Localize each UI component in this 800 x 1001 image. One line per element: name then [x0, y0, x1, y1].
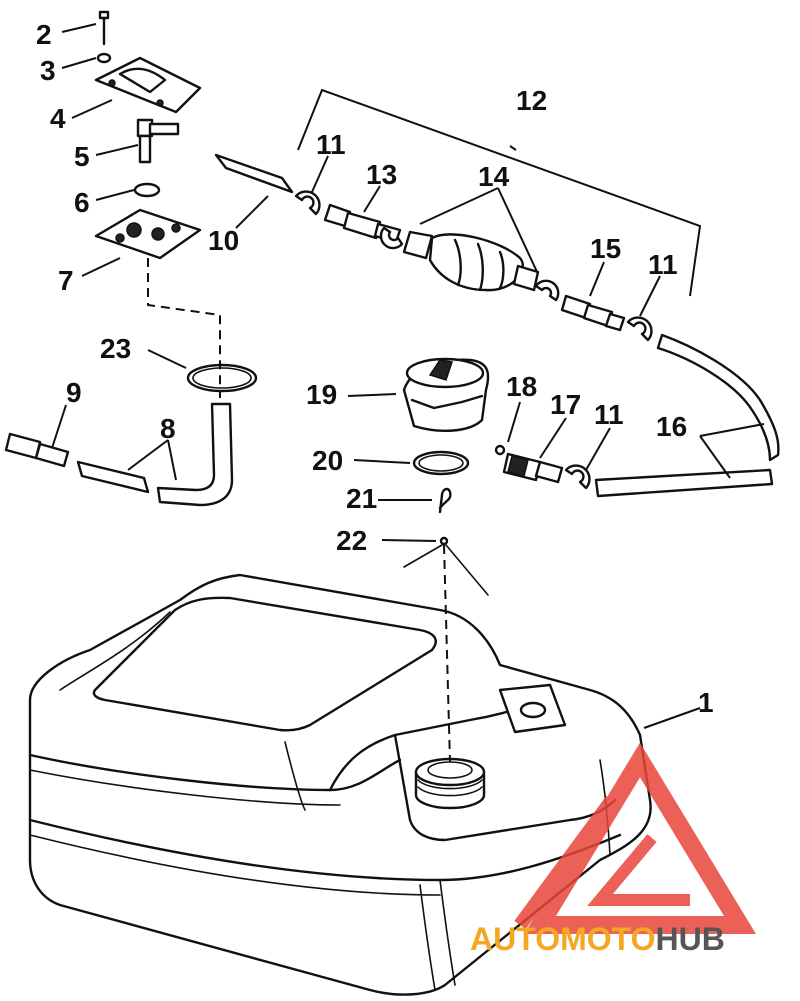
clamp-part-11b — [626, 316, 653, 342]
callout-7: 7 — [58, 265, 74, 296]
callout-22: 22 — [336, 525, 367, 556]
hose-part-16 — [656, 333, 780, 462]
callout-2: 2 — [36, 19, 52, 50]
callout-5: 5 — [74, 141, 90, 172]
callout-6: 6 — [74, 187, 90, 218]
watermark-hub: HUB — [655, 921, 724, 957]
callout-10: 10 — [208, 225, 239, 256]
callout-15: 15 — [590, 233, 621, 264]
watermark-auto: AUTO — [470, 921, 560, 957]
elbow-connector-17 — [502, 452, 564, 484]
watermark-logo — [514, 742, 756, 934]
callout-23: 23 — [100, 333, 131, 364]
callout-19: 19 — [306, 379, 337, 410]
retainer-plate — [94, 56, 202, 114]
callout-4: 4 — [50, 103, 66, 134]
clip-part-21 — [438, 487, 452, 514]
watermark-moto: MOTO — [560, 921, 655, 957]
callout-1: 1 — [698, 687, 714, 718]
elbow-fitting — [136, 118, 180, 164]
oring-part-6 — [133, 182, 161, 198]
connector-part-15 — [560, 294, 626, 332]
pickup-tube — [156, 402, 234, 507]
callout-20: 20 — [312, 445, 343, 476]
alignment-line-pickup — [147, 258, 221, 398]
oring-part-23 — [186, 363, 258, 393]
ring-part-22 — [439, 536, 449, 546]
callout-21: 21 — [346, 483, 377, 514]
callout-11a: 11 — [316, 129, 346, 160]
primer-bulb — [402, 230, 540, 292]
callout-17: 17 — [550, 389, 581, 420]
clamp-part-11a — [294, 190, 321, 216]
alignment-line-vertical — [443, 544, 451, 763]
pickup-plate — [94, 208, 202, 260]
hose-part-10 — [214, 153, 294, 194]
callout-14: 14 — [478, 161, 510, 192]
watermark-text: AUTOMOTOHUB — [470, 921, 725, 957]
fuel-tank — [28, 573, 652, 996]
hose-part-8 — [76, 460, 150, 494]
watermark-triangle-icon — [524, 742, 756, 934]
callout-11b: 11 — [648, 249, 678, 280]
callout-18: 18 — [506, 371, 537, 402]
leader-lines — [51, 23, 765, 729]
callout-3: 3 — [40, 55, 56, 86]
oring-part-18 — [494, 444, 506, 456]
callout-11c: 11 — [594, 399, 624, 430]
filter-part-9 — [4, 432, 70, 468]
fuel-cap — [402, 357, 490, 432]
screw-part — [98, 10, 110, 46]
gasket-part-20 — [412, 450, 470, 476]
callout-16: 16 — [656, 411, 687, 442]
callout-numbers: 2 3 4 5 6 7 9 8 10 11 13 12 14 15 11 23 … — [36, 19, 714, 718]
washer-part — [96, 52, 112, 64]
clamp-part-11c — [564, 464, 591, 490]
filler-neck — [414, 757, 486, 810]
callout-12: 12 — [516, 85, 547, 116]
callout-13: 13 — [366, 159, 397, 190]
callout-9: 9 — [66, 377, 82, 408]
callout-8: 8 — [160, 413, 176, 444]
